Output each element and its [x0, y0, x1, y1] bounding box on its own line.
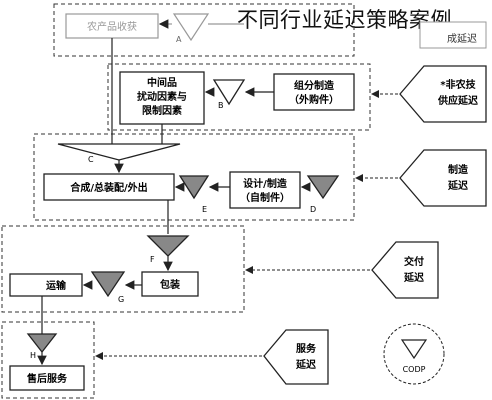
non-agri-supply-delay-line-1: *非农技	[440, 78, 476, 91]
intermediate-line-3: 限制因素	[142, 104, 182, 117]
assemble-label: 合成/总装配/外出	[69, 181, 147, 194]
design-make-box	[229, 171, 301, 209]
supply-delay-partial-label: 成延迟	[447, 32, 477, 45]
service-delay-callout	[263, 329, 329, 385]
manufacture-delay-line-1: 制造	[448, 163, 469, 176]
parts-make-line-2: （外购件）	[289, 93, 339, 106]
manufacture-delay-line-2: 延迟	[447, 179, 468, 192]
non-agri-supply-delay-callout	[399, 65, 487, 123]
triangle-b	[212, 79, 246, 106]
agri-collect-label: 农产品收获	[87, 20, 137, 33]
triangle-a	[172, 13, 210, 42]
intermediate-line-1: 中间品	[147, 76, 177, 89]
transport-label: 运输	[46, 279, 67, 292]
label-h: H	[30, 351, 36, 360]
label-d: D	[310, 205, 316, 214]
label-b: B	[218, 101, 224, 110]
label-a: A	[176, 35, 182, 44]
label-c: C	[88, 155, 94, 164]
triangle-g	[90, 271, 126, 298]
packaging-label: 包装	[160, 278, 180, 291]
intermediate-box	[119, 71, 205, 125]
section-agri	[53, 3, 355, 57]
delivery-delay-callout	[371, 241, 439, 299]
triangle-e	[178, 175, 210, 200]
parts-make-line-1: 组分制造	[294, 79, 335, 92]
after-sales-box	[9, 365, 85, 391]
service-delay-line-2: 延迟	[295, 358, 316, 371]
codp-legend-label: CODP	[403, 365, 426, 374]
non-agri-supply-delay-line-2: 供应延迟	[437, 94, 478, 107]
packaging-box	[141, 271, 199, 297]
manufacture-delay-callout	[399, 149, 487, 207]
delivery-delay-line-1: 交付	[404, 255, 424, 268]
section-supply	[107, 63, 371, 131]
section-service	[1, 321, 95, 399]
codp-legend-icon	[400, 339, 428, 360]
label-e: E	[202, 205, 207, 214]
after-sales-label: 售后服务	[27, 372, 68, 385]
label-f: F	[150, 255, 155, 264]
service-delay-line-1: 服务	[296, 342, 317, 355]
transport-box	[9, 273, 83, 297]
triangle-f	[146, 235, 190, 257]
triangle-c	[57, 143, 181, 161]
assemble-box	[43, 173, 175, 201]
label-g: G	[118, 295, 124, 304]
design-make-line-2: （自制件）	[240, 191, 290, 204]
intermediate-line-2: 扰动因素与	[137, 90, 187, 103]
page-title: 不同行业延迟策略案例	[237, 8, 452, 32]
triangle-d	[306, 175, 340, 200]
delivery-delay-line-2: 延迟	[403, 271, 424, 284]
supply-delay-partial-box	[419, 21, 487, 49]
triangle-h	[26, 333, 58, 354]
section-delivery	[1, 225, 245, 313]
parts-make-box	[273, 73, 355, 111]
design-make-line-1: 设计/制造	[243, 177, 288, 190]
